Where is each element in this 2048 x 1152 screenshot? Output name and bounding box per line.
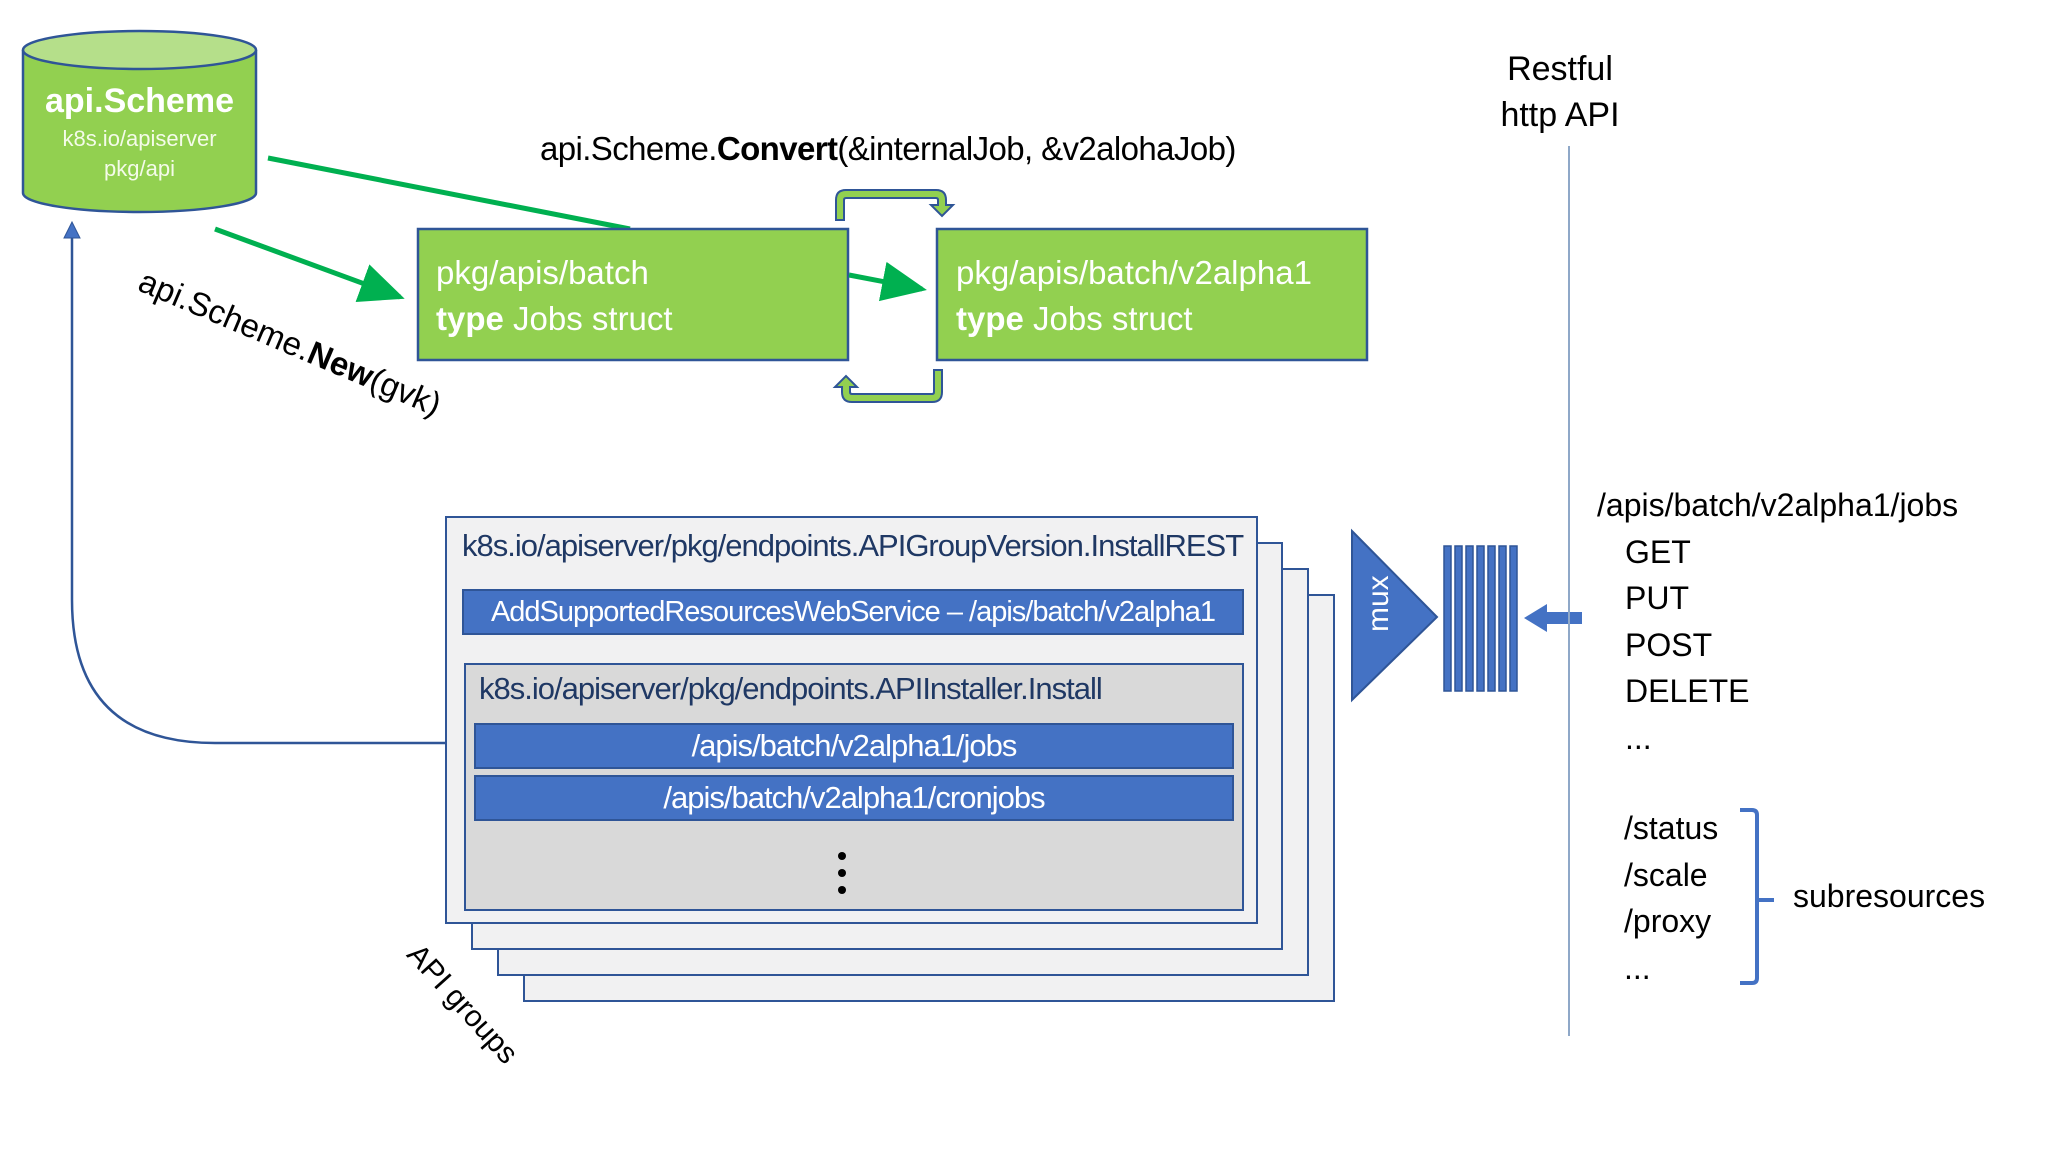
internal-box-keyword: type: [436, 300, 504, 337]
http-verb: POST: [1625, 626, 1713, 663]
queue-bar: [1509, 545, 1518, 692]
restful-line1: Restful: [1507, 50, 1613, 88]
queue-bar: [1476, 545, 1485, 692]
install-rest-title: k8s.io/apiserver/pkg/endpoints.APIGroupV…: [462, 528, 1244, 563]
subresources-brace-icon: [1740, 808, 1774, 985]
route-cronjobs[interactable]: /apis/batch/v2alpha1/cronjobs: [474, 775, 1234, 821]
scheme-title: api.Scheme: [45, 82, 234, 120]
convert-prefix: api.Scheme.: [540, 130, 717, 167]
versioned-box-keyword: type: [956, 300, 1024, 337]
api-installer-box: k8s.io/apiserver/pkg/endpoints.APIInstal…: [464, 663, 1244, 911]
http-verb: PUT: [1625, 580, 1689, 616]
convert-call-label: api.Scheme.Convert(&internalJob, &v2aloh…: [540, 130, 1236, 168]
http-verb: ...: [1625, 719, 1652, 756]
internal-box-path: pkg/apis/batch: [436, 254, 649, 291]
scheme-package: k8s.io/apiserver: [62, 126, 217, 151]
http-verb: GET: [1625, 533, 1691, 570]
internal-type-box: [416, 227, 850, 362]
mux-label: mux: [1362, 575, 1395, 632]
convert-method: Convert: [716, 130, 838, 167]
versioned-box-type: Jobs struct: [1023, 300, 1193, 337]
more-routes-dot: [838, 869, 846, 877]
queue-bar: [1443, 545, 1452, 692]
api-group-card[interactable]: k8s.io/apiserver/pkg/endpoints.APIGroupV…: [445, 516, 1258, 924]
queue-bar: [1487, 545, 1496, 692]
queue-bar: [1465, 545, 1474, 692]
mux-triangle: [1351, 528, 1439, 703]
internal-box-type: Jobs struct: [503, 300, 673, 337]
versioned-box-path: pkg/apis/batch/v2alpha1: [956, 254, 1312, 291]
subresource-item: ...: [1624, 949, 1651, 986]
endpoint-path: /apis/batch/v2alpha1/jobs: [1597, 487, 1959, 523]
restful-line2: http API: [1500, 96, 1620, 134]
subresources-label: subresources: [1793, 878, 1986, 914]
route-jobs[interactable]: /apis/batch/v2alpha1/jobs: [474, 723, 1234, 769]
subresource-item: /proxy: [1624, 903, 1712, 939]
scheme-subpackage: pkg/api: [104, 156, 175, 181]
web-service-bar[interactable]: AddSupportedResourcesWebService – /apis/…: [462, 589, 1244, 635]
http-verb: DELETE: [1625, 673, 1750, 709]
more-routes-dot: [838, 852, 846, 860]
versioned-type-box: [935, 227, 1369, 362]
install-to-scheme-line: [70, 232, 464, 745]
more-routes-dot: [838, 886, 846, 894]
verb-list: GET PUT POST DELETE...: [1597, 529, 1958, 762]
subresource-item: /status: [1624, 810, 1719, 846]
scheme-database-icon: [21, 29, 258, 214]
new-arrow: [214, 226, 405, 302]
convert-backward-uturn-icon: [832, 369, 943, 403]
api-installer-title: k8s.io/apiserver/pkg/endpoints.APIInstal…: [479, 671, 1103, 706]
internal-box-text: pkg/apis/batch type Jobs struct: [436, 250, 673, 342]
install-to-scheme-arrowhead-icon: [63, 220, 81, 239]
endpoint-list: /apis/batch/v2alpha1/jobs GET PUT POST DELE…: [1597, 482, 1958, 761]
versioned-box-text: pkg/apis/batch/v2alpha1 type Jobs struct: [956, 250, 1312, 342]
convert-forward-uturn-icon: [835, 189, 956, 221]
queue-bar: [1454, 545, 1463, 692]
incoming-request-arrow-icon: [1524, 604, 1582, 632]
subresource-item: /scale: [1624, 856, 1708, 893]
subresource-list: /status/scale/proxy...: [1624, 805, 1718, 991]
convert-args: (&internalJob, &v2alohaJob): [837, 130, 1236, 167]
request-queue-icon: [1443, 545, 1518, 692]
scheme-to-internal-line: [267, 155, 631, 232]
convert-arrow: [848, 261, 927, 302]
queue-bar: [1498, 545, 1507, 692]
restful-http-label: Restful http API: [1480, 46, 1640, 138]
